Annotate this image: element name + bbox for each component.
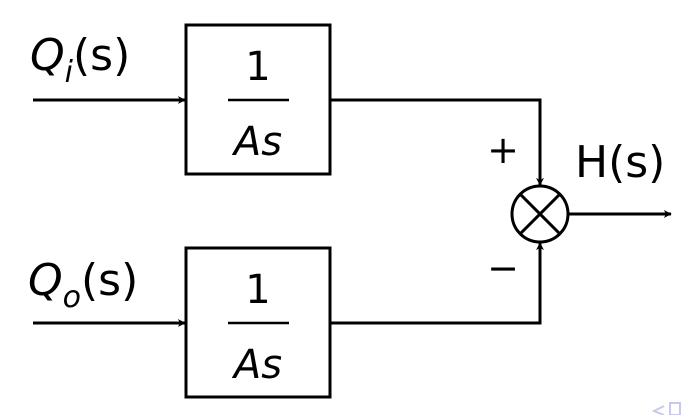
signal-path-bottom <box>330 242 544 325</box>
input-bottom-argument: (s) <box>81 255 138 306</box>
output-label: H(s) <box>575 137 665 188</box>
nav-back-icon[interactable] <box>651 405 665 415</box>
input-bottom-subscript: o <box>63 280 81 315</box>
transfer-block-top: 1 As <box>184 23 332 176</box>
nav-frame-icon[interactable] <box>669 402 681 415</box>
summing-junction <box>510 184 570 244</box>
transfer-block-bottom-denominator: As <box>231 342 282 388</box>
transfer-block-top-numerator: 1 <box>245 44 270 90</box>
plus-sign: + <box>487 128 519 172</box>
input-label-bottom: Qo(s) <box>28 255 138 315</box>
nav-icons[interactable] <box>651 402 681 415</box>
input-label-top: Qi(s) <box>30 30 130 90</box>
input-bottom-symbol: Q <box>28 255 63 306</box>
signal-path-top <box>330 98 544 186</box>
input-top-subscript: i <box>65 55 74 90</box>
input-top-argument: (s) <box>73 30 130 81</box>
transfer-block-bottom-numerator: 1 <box>245 267 270 313</box>
minus-sign: − <box>487 246 519 290</box>
summing-junction-cross-b <box>519 193 561 235</box>
transfer-block-bottom: 1 As <box>184 246 332 399</box>
transfer-block-top-denominator: As <box>231 119 282 165</box>
input-top-symbol: Q <box>30 30 65 81</box>
